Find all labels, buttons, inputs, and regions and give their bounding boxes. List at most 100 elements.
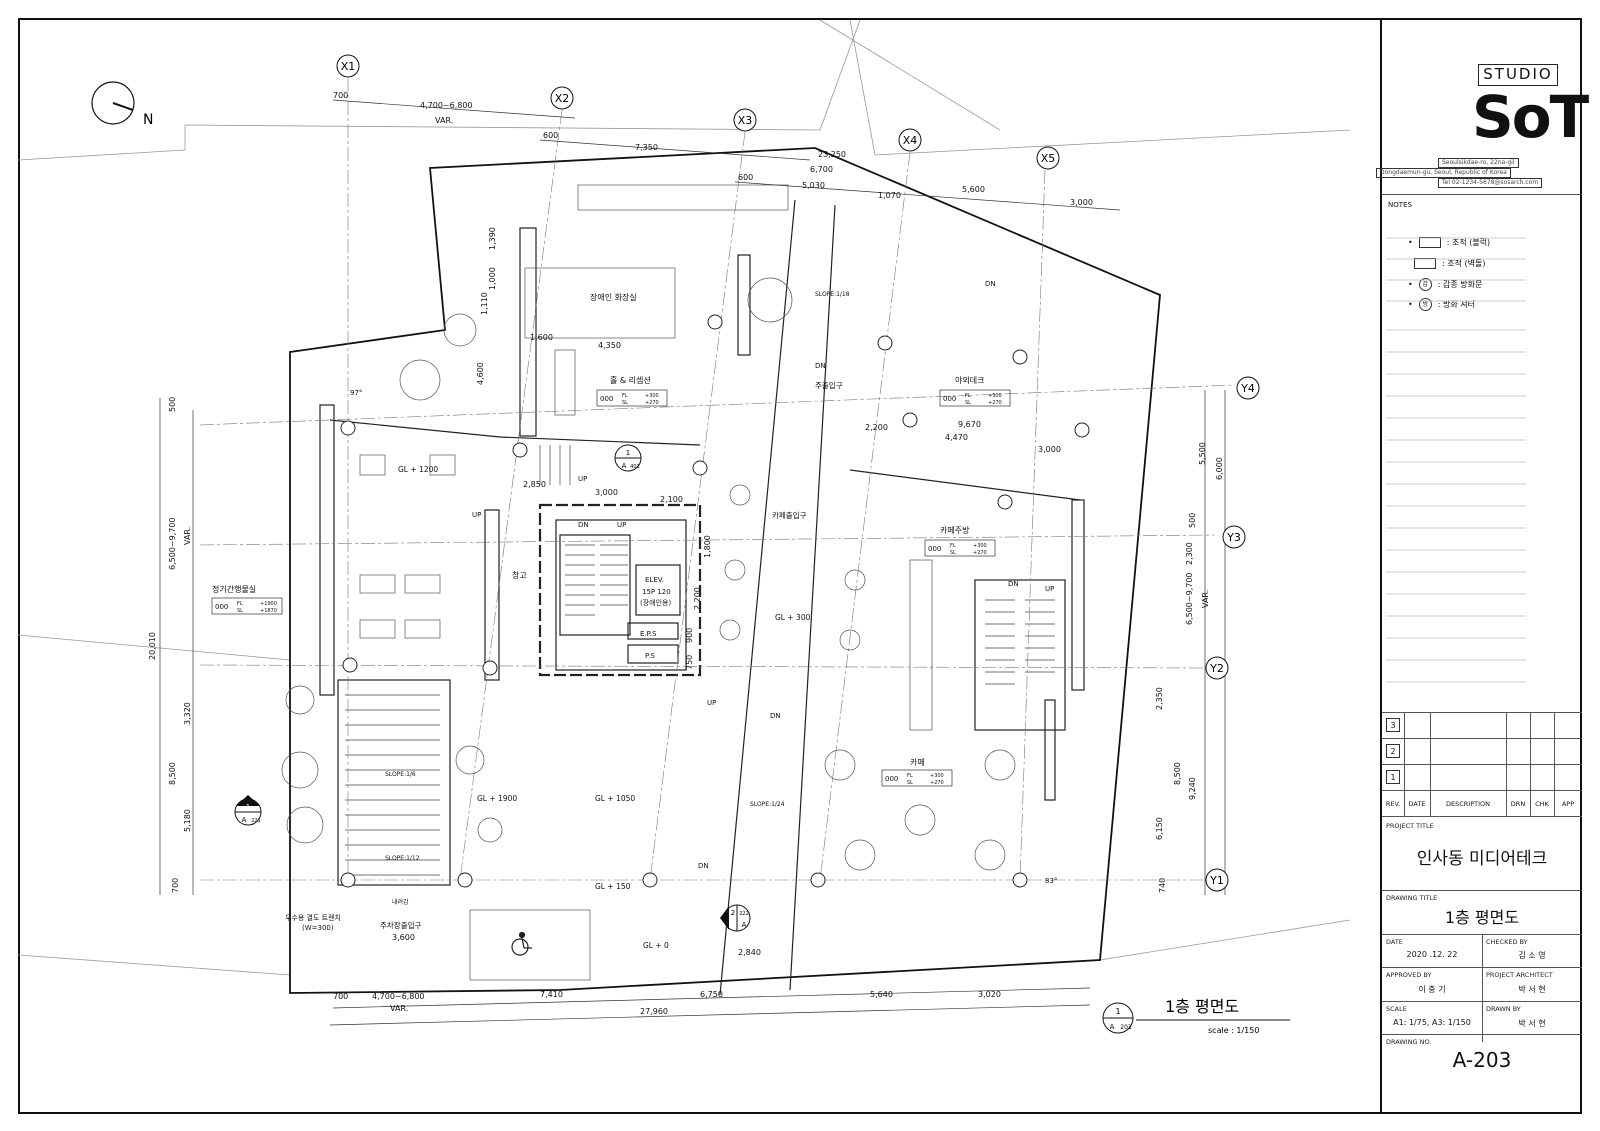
dim-text: 4,350 [598, 341, 621, 350]
sl-value: +270 [973, 550, 987, 556]
grid-lines [199, 78, 1236, 881]
dim-text: 3,600 [392, 933, 415, 942]
room-name: ELEV. [645, 576, 664, 584]
fl-value: +300 [930, 773, 944, 779]
dim-text: 20,010 [148, 632, 157, 660]
drawing-sheet-border [18, 18, 1582, 1114]
up-label: UP [578, 475, 587, 483]
sl-label: SL [950, 550, 956, 556]
grid-bubbles-x: X1 X2 X3 X4 X5 [336, 54, 1060, 170]
brick-masonry-swatch [1414, 258, 1436, 269]
dim-text: 4,700~6,800 [372, 992, 425, 1001]
address-line: Dongdaemun-gu, Seoul, Republic of Korea [1376, 168, 1511, 178]
dim-text: 2,350 [1155, 687, 1164, 710]
drawing-label-scale: scale : 1/150 [1208, 1026, 1259, 1035]
grid-y3-label: Y3 [1226, 531, 1241, 544]
dim-text: 2,840 [738, 948, 761, 957]
room-tag-cafe: 000 FL +300 SL +270 [881, 769, 953, 787]
fire-shutter-symbol: 방 [1418, 298, 1432, 311]
architect-value: 박 서 현 [1518, 985, 1546, 994]
project-title: 인사동 미디어테크 [1416, 849, 1548, 869]
room-name: 장애인 화장실 [590, 292, 637, 302]
dim-text: 4,600 [476, 362, 485, 385]
north-arrow: N [91, 81, 153, 128]
room-name: 카페 [910, 757, 925, 767]
architect-label: PROJECT ARCHITECT [1486, 971, 1553, 979]
dim-text: 1,110 [480, 292, 489, 315]
room-tags: 000 FL +300 SL +270 000 FL +300 SL +270 … [211, 389, 1011, 787]
section-num: 1 [246, 803, 250, 811]
rev-header: REV. [1385, 800, 1401, 808]
dim-text: 9,240 [1188, 777, 1197, 800]
room-name: (장애인용) [640, 598, 671, 607]
scale-value: A1: 1/75, A3: 1/150 [1393, 1018, 1471, 1027]
level-label: GL + 1050 [595, 794, 635, 803]
section-ref: 222 [739, 911, 749, 917]
note-text: : 갑종 방화문 [1437, 280, 1483, 289]
building-outline [289, 147, 1161, 994]
dn-label: DN [770, 712, 781, 720]
dim-text: VAR. [435, 116, 453, 125]
rev-header: DRN [1510, 800, 1526, 808]
dim-text: 6,150 [1155, 817, 1164, 840]
dim-text: 3,020 [978, 990, 1001, 999]
drawn-by-value: 박 서 현 [1518, 1019, 1546, 1028]
slope-label: SLOPE:1/24 [750, 801, 785, 808]
address-line: Tel 02-1234-5678@sosarch.com [1438, 178, 1543, 188]
note-item: • 방 : 방화 셔터 [1408, 298, 1475, 311]
dim-text: 2,850 [523, 480, 546, 489]
fl-value: +300 [988, 393, 1002, 399]
revision-mark: 3 [1386, 718, 1400, 732]
dim-text: 7,410 [540, 990, 563, 999]
dim-text: 9,670 [958, 420, 981, 429]
fl-label: FL [907, 773, 913, 779]
up-label: UP [707, 699, 716, 707]
north-label: N [143, 112, 153, 128]
dim-text: 700 [171, 878, 180, 893]
dim-text: 3,000 [595, 488, 618, 497]
brand-logo: SoT [1472, 83, 1589, 151]
drawing-title-label: DRAWING TITLE [1386, 894, 1438, 902]
note-item: • : 조적 (블럭) [1408, 237, 1490, 248]
grid-bubbles-y: Y4 Y3 Y2 Y1 [1205, 376, 1260, 892]
section-marker-401: 1 A 401 [614, 444, 642, 472]
date-value: 2020 .12. 22 [1406, 950, 1458, 959]
section-marker-222: 2 222 A [720, 904, 751, 932]
drawing-label-sheet: A [1110, 1023, 1115, 1031]
rev-header: APP [1561, 800, 1575, 808]
dim-text: VAR. [390, 1004, 408, 1013]
room-tag-kitchen: 000 FL +300 SL +270 [924, 539, 996, 557]
room-tag-periodicals: 000 FL +1900 SL +1870 [211, 597, 283, 615]
note-text: : 조적 (블럭) [1446, 238, 1491, 247]
approved-by-value: 이 충 기 [1418, 985, 1446, 994]
sl-label: SL [965, 400, 971, 406]
dim-text: 5,600 [962, 185, 985, 194]
room-code: 000 [928, 545, 941, 553]
dn-label: DN [985, 280, 996, 288]
room-tag-hall: 000 FL +300 SL +270 [596, 389, 668, 407]
room-name: 카페주방 [940, 525, 970, 535]
grid-x1-label: X1 [341, 60, 356, 73]
checked-by-label: CHECKED BY [1486, 938, 1528, 946]
sl-label: SL [622, 400, 628, 406]
note-item: : 조적 (벽돌) [1414, 258, 1485, 269]
drawing-number: A-203 [1452, 1048, 1512, 1072]
room-code: 000 [943, 395, 956, 403]
drawing-label-title: 1층 평면도 [1165, 997, 1239, 1016]
angle-label: 83° [1045, 877, 1057, 885]
wheelchair-icon [511, 931, 532, 956]
inner-dimension-texts: 1,390 1,000 1,110 4,600 1,600 4,350 2,85… [392, 227, 1061, 957]
dim-text: 700 [333, 992, 348, 1001]
note-item: • 갑 : 갑종 방화문 [1408, 278, 1482, 291]
dim-text: 1,390 [488, 227, 497, 250]
drawing-label-ref: 203 [1120, 1024, 1132, 1031]
dim-text: 27,960 [640, 1007, 668, 1016]
slope-label: SLOPE:1/18 [815, 291, 850, 298]
sl-label: SL [237, 608, 243, 614]
dim-text: 2,100 [660, 495, 683, 504]
dim-text: 1,600 [530, 333, 553, 342]
bottom-dimension-texts: 700 4,700~6,800 VAR. 7,410 6,750 5,640 3… [333, 990, 1001, 1016]
dim-text: 600 [738, 173, 753, 182]
room-name: 창고 [512, 571, 527, 580]
room-code: 000 [600, 395, 613, 403]
